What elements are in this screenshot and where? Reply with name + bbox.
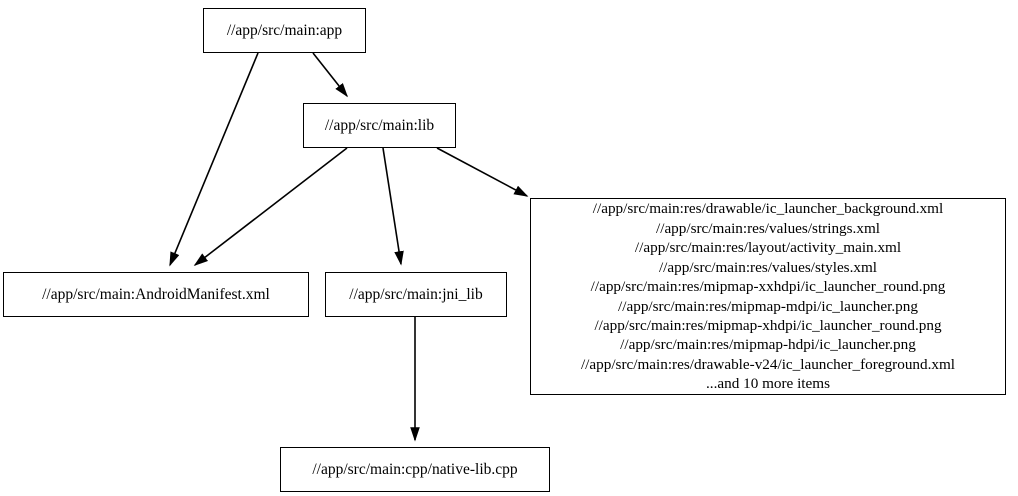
- graph-node-app-label: //app/src/main:app: [226, 21, 343, 39]
- edge-lib-to-manifest: [193, 147, 348, 266]
- graph-node-res-files-line: //app/src/main:res/mipmap-hdpi/ic_launch…: [620, 336, 916, 354]
- graph-node-jni-lib-label: //app/src/main:jni_lib: [349, 285, 483, 303]
- graph-node-res-files[interactable]: //app/src/main:res/drawable/ic_launcher_…: [530, 198, 1006, 395]
- graph-node-res-files-line: //app/src/main:res/layout/activity_main.…: [634, 239, 902, 257]
- graph-node-res-files-line: //app/src/main:res/drawable/ic_launcher_…: [592, 200, 944, 218]
- graph-node-res-files-line: //app/src/main:res/values/strings.xml: [656, 219, 880, 237]
- graph-node-res-files-line: ...and 10 more items: [705, 375, 830, 393]
- graph-node-res-files-line: //app/src/main:res/values/styles.xml: [658, 258, 878, 276]
- graph-node-res-files-label-list: //app/src/main:res/drawable/ic_launcher_…: [539, 199, 997, 393]
- graph-node-res-files-line: //app/src/main:res/mipmap-xxhdpi/ic_laun…: [590, 278, 946, 296]
- edge-app-to-manifest: [169, 52, 259, 267]
- graph-node-app[interactable]: //app/src/main:app: [203, 8, 366, 53]
- graph-node-android-manifest-label: //app/src/main:AndroidManifest.xml: [42, 285, 270, 303]
- graph-node-jni-lib[interactable]: //app/src/main:jni_lib: [325, 272, 507, 317]
- graph-node-res-files-line: //app/src/main:res/drawable-v24/ic_launc…: [580, 355, 956, 373]
- graph-node-res-files-line: //app/src/main:res/mipmap-xhdpi/ic_launc…: [594, 316, 942, 334]
- graph-node-android-manifest[interactable]: //app/src/main:AndroidManifest.xml: [3, 272, 309, 317]
- graph-node-native-lib-cpp-label: //app/src/main:cpp/native-lib.cpp: [312, 460, 518, 478]
- graph-node-lib[interactable]: //app/src/main:lib: [303, 103, 456, 148]
- edge-lib-to-res-files: [436, 147, 529, 197]
- edge-lib-to-jni-lib: [382, 147, 404, 266]
- graph-node-lib-label: //app/src/main:lib: [324, 116, 435, 134]
- edge-app-to-lib: [312, 52, 348, 98]
- graph-node-res-files-line: //app/src/main:res/mipmap-mdpi/ic_launch…: [618, 297, 918, 315]
- graph-node-native-lib-cpp[interactable]: //app/src/main:cpp/native-lib.cpp: [280, 447, 550, 492]
